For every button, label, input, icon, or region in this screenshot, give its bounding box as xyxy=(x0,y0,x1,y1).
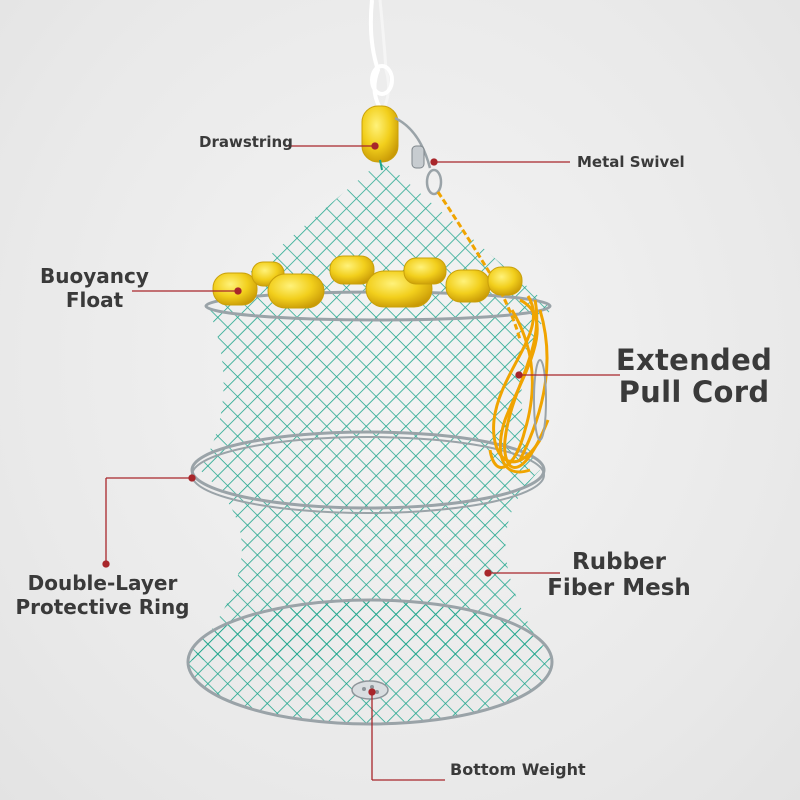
protective-ring-label-line1: Double-Layer xyxy=(27,571,178,595)
buoyancy-float-label-line1: Buoyancy xyxy=(40,264,149,288)
pull-cord-coil xyxy=(488,295,550,474)
buoyancy-float-label-line2: Float xyxy=(65,288,124,312)
rubber-fiber-mesh-label-line2: Fiber Mesh xyxy=(547,575,691,602)
protective-ring-label: Double-Layer Protective Ring xyxy=(10,573,195,618)
callout-lines xyxy=(102,142,620,781)
extended-pull-cord-label-line2: Pull Cord xyxy=(618,375,770,410)
rubber-fiber-mesh-label: Rubber Fiber Mesh xyxy=(536,550,702,600)
extended-pull-cord-label: Extended Pull Cord xyxy=(606,345,782,408)
rubber-fiber-mesh-label-line1: Rubber xyxy=(572,549,666,575)
drawstring-label: Drawstring xyxy=(199,133,293,151)
hanging-rope xyxy=(368,0,394,109)
drawstring-float xyxy=(361,105,399,171)
bottom-weight-label: Bottom Weight xyxy=(450,760,586,779)
buoyancy-floats xyxy=(212,255,523,309)
extended-pull-cord-label-line1: Extended xyxy=(615,343,773,377)
metal-swivel-label: Metal Swivel xyxy=(577,153,685,171)
protective-ring-label-line2: Protective Ring xyxy=(15,595,190,619)
buoyancy-float-label: Buoyancy Float xyxy=(22,266,167,311)
